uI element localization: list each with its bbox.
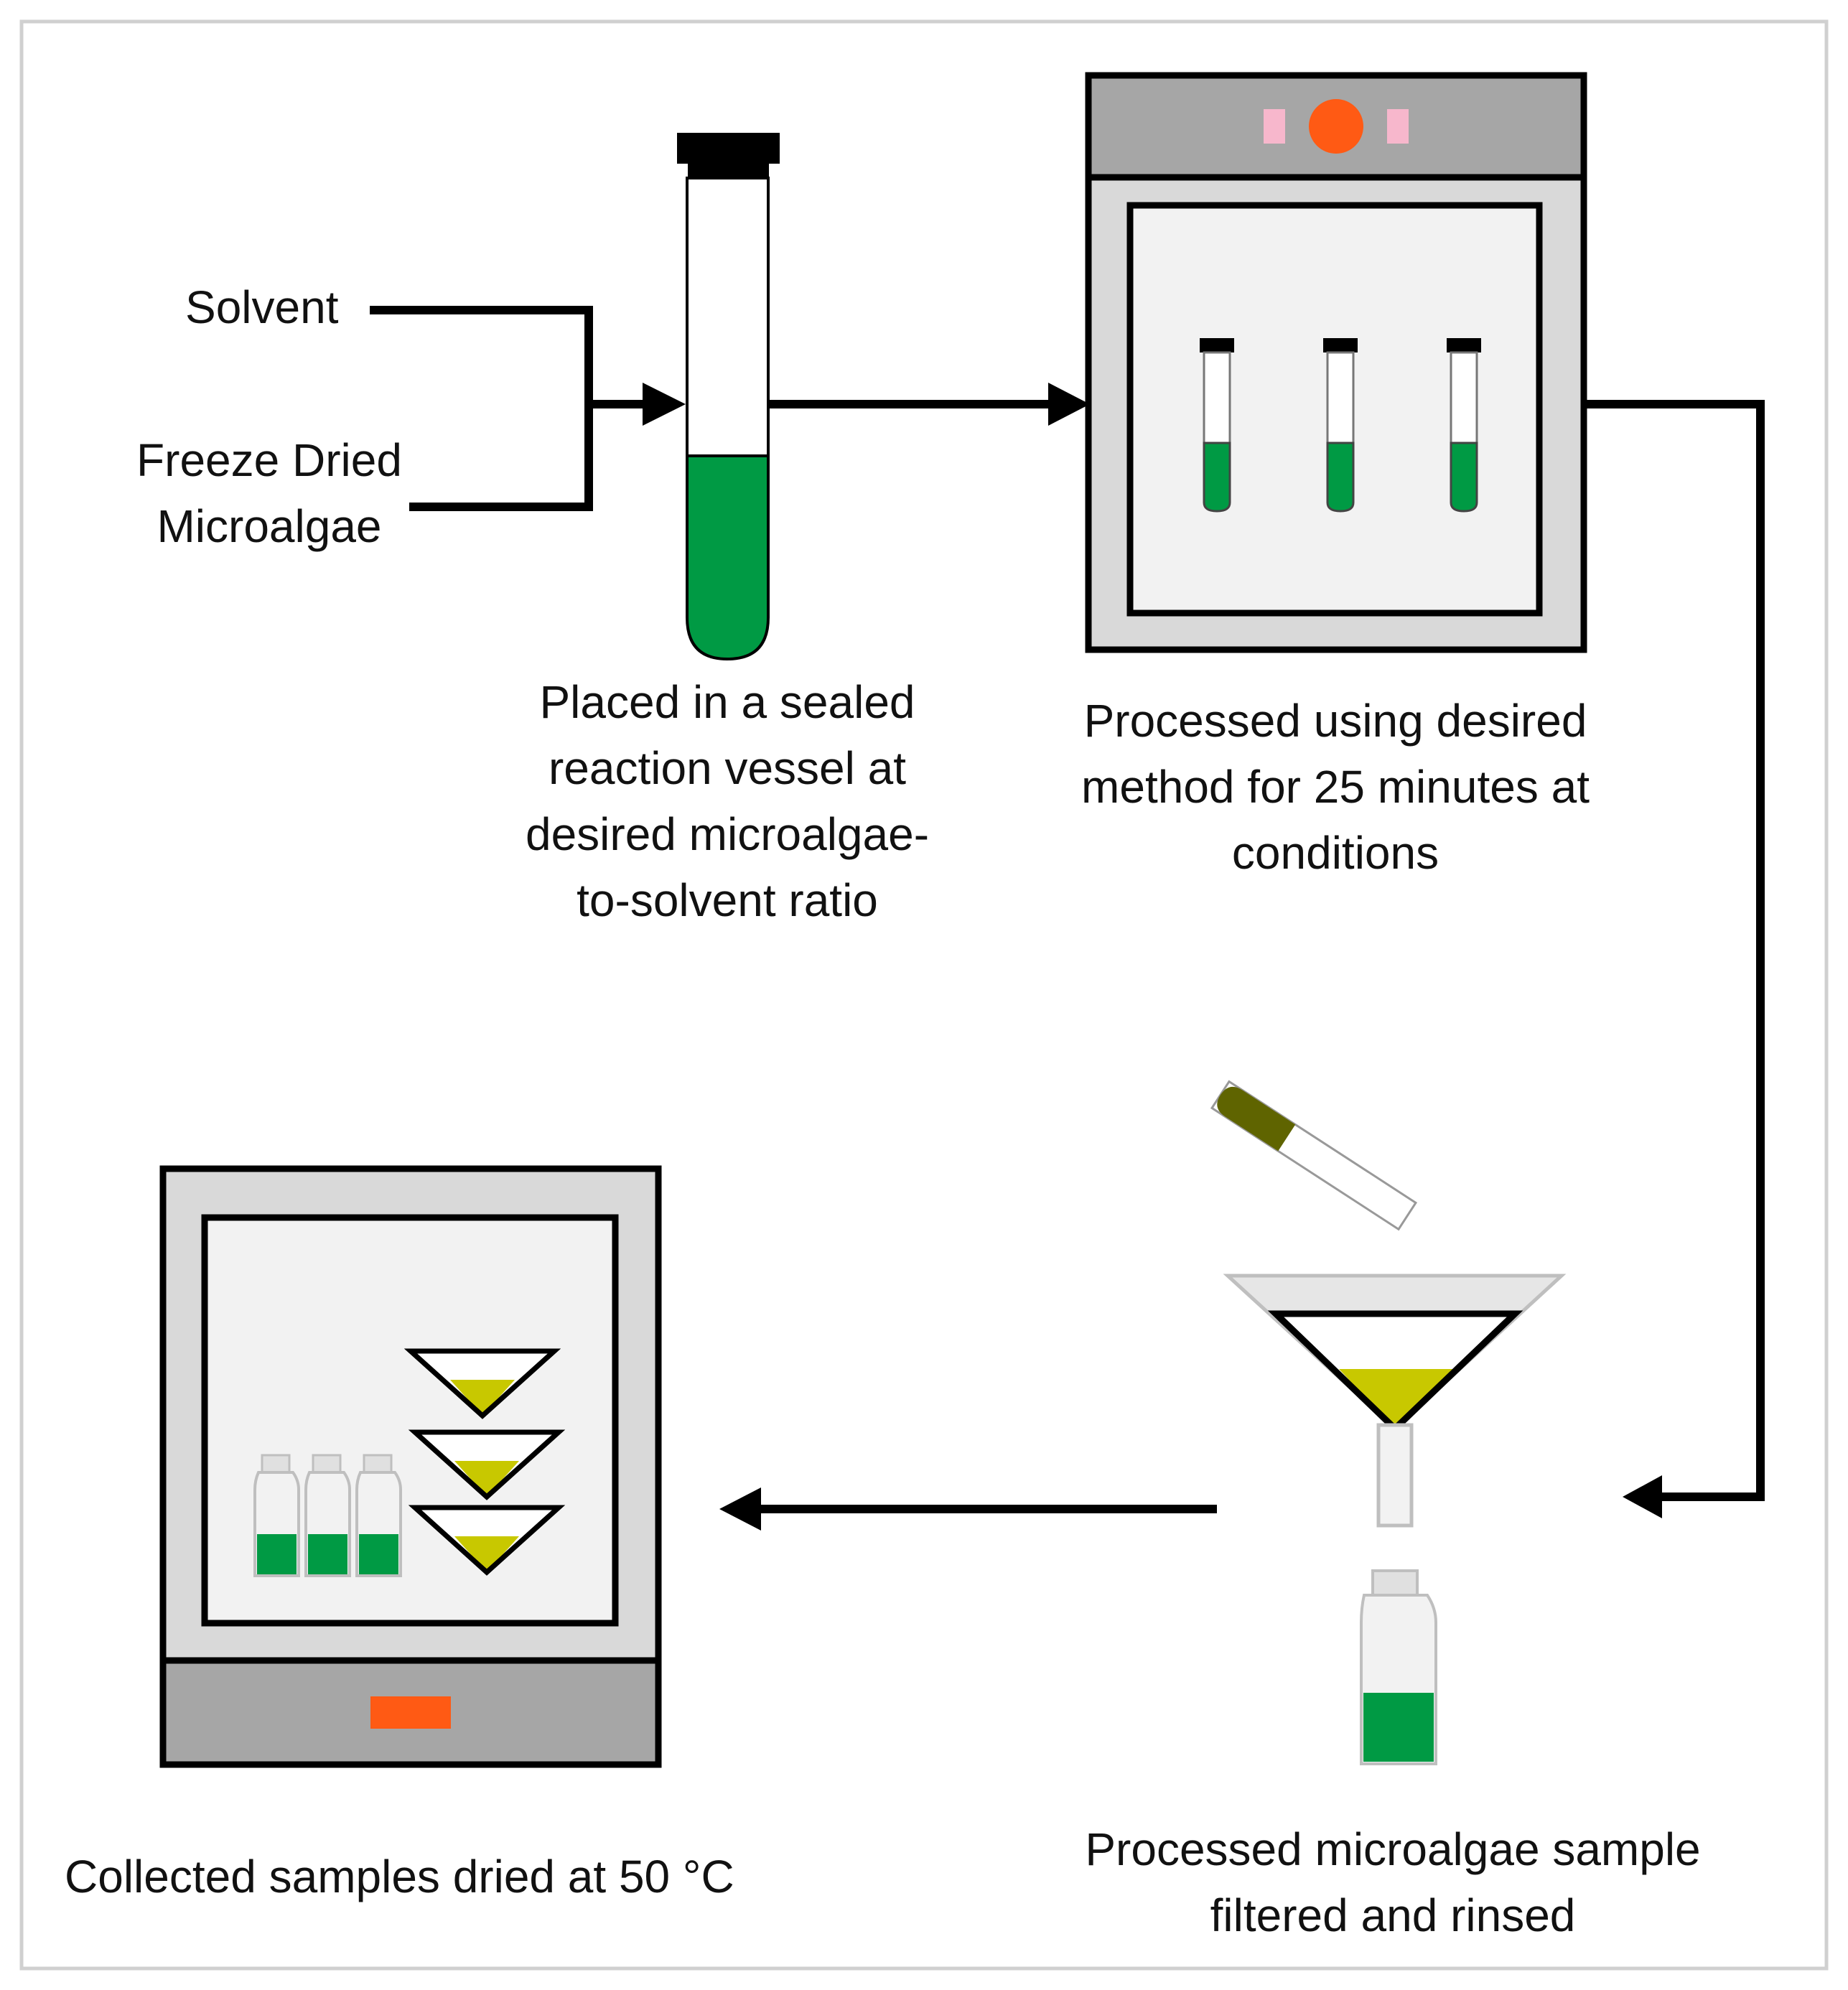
- process-step-caption: Processed using desired method for 25 mi…: [1034, 688, 1637, 886]
- reaction-vessel-icon: [677, 133, 780, 661]
- power-indicator-icon: [1309, 99, 1363, 154]
- caption-line: Processed microalgae sample: [1085, 1823, 1701, 1875]
- caption-line: Placed in a sealed: [539, 676, 915, 728]
- dry-step-caption: Collected samples dried at 50 °C: [65, 1851, 734, 1902]
- vial-icon: [304, 1454, 351, 1577]
- arrow-head-icon: [1048, 383, 1090, 426]
- arrow-head-icon: [719, 1487, 761, 1531]
- solvent-label: Solvent: [185, 281, 339, 333]
- microalgae-label-line: Freeze Dried: [136, 434, 402, 486]
- vessel-step-caption: Placed in a sealed reaction vessel at de…: [476, 669, 979, 933]
- outer-border: [19, 19, 1829, 1971]
- arrow-head-icon: [643, 383, 686, 426]
- input-connector: [370, 306, 686, 511]
- processing-oven-icon: [1085, 72, 1587, 653]
- collection-vial-icon: [1360, 1569, 1437, 1765]
- arrow-to-dryer: [719, 1487, 1217, 1531]
- funnel-icon: [1223, 1274, 1567, 1528]
- caption-line: method for 25 minutes at: [1081, 761, 1590, 813]
- arrow-to-filter: [1582, 400, 1765, 1518]
- dryer-indicator-icon: [370, 1696, 451, 1729]
- mini-funnel-icon: [408, 1429, 566, 1500]
- tube-icon: [1200, 338, 1234, 513]
- tube-icon: [1447, 338, 1481, 513]
- stirring-rod-icon: [1210, 1080, 1418, 1231]
- caption-line: reaction vessel at: [548, 742, 907, 794]
- caption-line: Processed using desired: [1083, 695, 1587, 747]
- vial-icon: [253, 1454, 300, 1577]
- filter-step-caption: Processed microalgae sample filtered and…: [1048, 1816, 1737, 1948]
- tube-icon: [1323, 338, 1358, 513]
- drying-oven-icon: [159, 1165, 662, 1768]
- caption-line: filtered and rinsed: [1210, 1889, 1576, 1941]
- mini-funnel-icon: [408, 1505, 566, 1576]
- vial-icon: [355, 1454, 402, 1577]
- arrow-head-icon: [1623, 1475, 1662, 1518]
- arrow-to-processor: [767, 383, 1090, 426]
- caption-line: to-solvent ratio: [577, 874, 878, 926]
- caption-line: conditions: [1231, 827, 1439, 879]
- mini-funnel-icon: [403, 1348, 561, 1419]
- caption-line: desired microalgae-: [525, 808, 930, 860]
- microalgae-label-line: Microalgae: [157, 500, 382, 552]
- microalgae-label: Freeze Dried Microalgae: [115, 427, 424, 559]
